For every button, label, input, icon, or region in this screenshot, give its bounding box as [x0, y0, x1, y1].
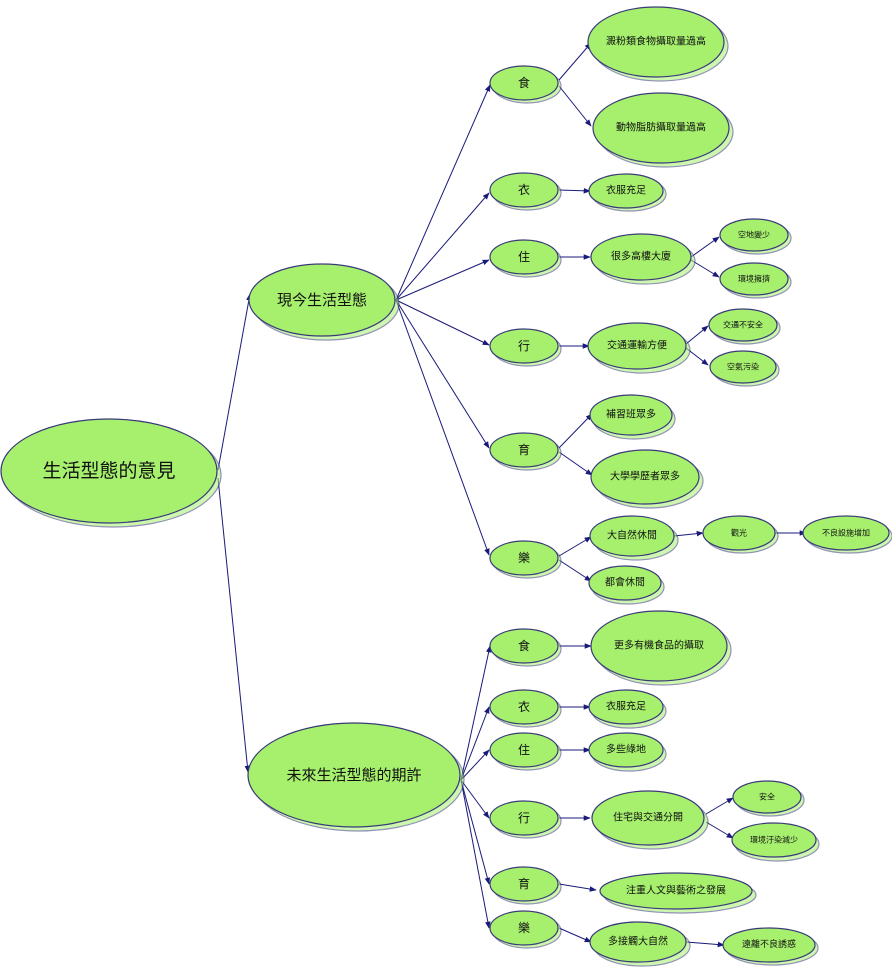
current-transport-sub-2-label: 空氣污染	[727, 362, 759, 372]
current-leisure-node: 樂	[489, 540, 562, 579]
current-transport-node: 行	[489, 328, 562, 367]
future-clothing-node: 衣	[489, 689, 562, 728]
root-label: 生活型態的意見	[42, 460, 175, 482]
current-food-item-1-label: 澱粉類食物攝取量過高	[606, 35, 706, 48]
current-food-item-1-node: 澱粉類食物攝取量過高	[587, 6, 729, 82]
current-food-node: 食	[489, 65, 562, 104]
current-food-item-2-node: 動物脂肪攝取量過高	[592, 92, 734, 168]
branch-future-node: 未來生活型態的期許	[247, 722, 465, 832]
future-clothing-item-label: 衣服充足	[606, 700, 646, 713]
future-transport-item-node: 住宅與交通分開	[591, 790, 709, 850]
current-leisure-subsub-node: 不良設施增加	[802, 515, 892, 554]
current-housing-label: 住	[518, 250, 530, 264]
future-transport-node: 行	[489, 800, 562, 839]
future-food-item-node: 更多有機食品的攝取	[590, 610, 732, 686]
current-leisure-item-node: 大自然休閒	[589, 515, 679, 561]
current-transport-item-label: 交通運輸方便	[607, 339, 667, 352]
future-education-node: 育	[489, 866, 562, 905]
future-leisure-item-label: 多接觸大自然	[608, 935, 668, 948]
future-leisure-node: 樂	[489, 910, 562, 949]
current-leisure-subsub-label: 不良設施增加	[822, 528, 870, 538]
future-education-item-label: 注重人文與藝術之發展	[626, 884, 726, 897]
future-transport-sub-1-node: 安全	[732, 780, 805, 817]
future-leisure-sub-node: 遠離不良誘惑	[722, 927, 819, 966]
current-housing-item-node: 很多高樓大廈	[590, 233, 696, 285]
current-education-item-1-label: 補習班眾多	[606, 408, 656, 421]
future-leisure-label: 樂	[518, 920, 530, 935]
current-education-item-1-node: 補習班眾多	[589, 394, 676, 440]
future-housing-label: 住	[518, 743, 530, 757]
future-food-item-label: 更多有機食品的攝取	[614, 639, 704, 652]
future-transport-label: 行	[518, 811, 530, 825]
current-leisure-item-2-label: 都會休閒	[605, 576, 645, 589]
current-education-node: 育	[489, 432, 562, 471]
current-housing-sub-2-label: 環境擁擠	[738, 274, 770, 284]
future-housing-item-node: 多些綠地	[588, 732, 667, 772]
future-transport-sub-1-label: 安全	[759, 792, 775, 802]
future-leisure-sub-label: 遠離不良誘惑	[742, 938, 796, 950]
current-food-label: 食	[518, 75, 530, 90]
current-transport-sub-1-node: 交通不安全	[708, 308, 781, 345]
current-leisure-label: 樂	[518, 550, 530, 565]
future-transport-sub-2-node: 環境汙染減少	[731, 822, 820, 862]
current-education-item-2-node: 大學學歷者眾多	[590, 449, 704, 509]
current-clothing-label: 衣	[518, 182, 530, 197]
current-housing-sub-1-label: 空地變少	[738, 230, 770, 240]
branch-current-node: 現今生活型態	[248, 263, 400, 341]
current-transport-label: 行	[518, 339, 530, 353]
future-transport-item-label: 住宅與交通分開	[613, 811, 683, 824]
current-leisure-sub-label: 觀光	[731, 528, 747, 538]
current-transport-sub-2-node: 空氣污染	[709, 350, 780, 387]
future-education-label: 育	[518, 876, 530, 891]
current-housing-item-label: 很多高樓大廈	[611, 250, 671, 263]
future-food-label: 食	[518, 638, 530, 653]
current-clothing-item-node: 衣服充足	[588, 173, 667, 212]
current-housing-sub-1-node: 空地變少	[719, 218, 792, 255]
future-clothing-label: 衣	[518, 699, 530, 714]
future-education-item-node: 注重人文與藝術之發展	[599, 872, 757, 914]
current-education-label: 育	[518, 442, 530, 457]
future-housing-item-label: 多些綠地	[606, 743, 646, 756]
root-node: 生活型態的意見	[0, 418, 222, 528]
current-transport-item-node: 交通運輸方便	[587, 322, 691, 374]
future-leisure-item-node: 多接觸大自然	[589, 921, 691, 967]
future-transport-sub-2-label: 環境汙染減少	[750, 835, 798, 845]
current-housing-sub-2-node: 環境擁擠	[719, 262, 792, 299]
branch-current-label: 現今生活型態	[277, 291, 367, 309]
current-leisure-sub-node: 觀光	[702, 515, 779, 554]
future-housing-node: 住	[489, 732, 562, 771]
current-clothing-item-label: 衣服充足	[606, 184, 646, 197]
current-transport-sub-1-label: 交通不安全	[723, 320, 763, 330]
current-leisure-item-2-node: 都會休閒	[588, 565, 665, 605]
current-food-item-2-label: 動物脂肪攝取量過高	[616, 121, 706, 134]
current-leisure-item-label: 大自然休閒	[607, 529, 657, 542]
current-clothing-node: 衣	[489, 172, 562, 211]
future-clothing-item-node: 衣服充足	[588, 689, 667, 729]
current-housing-node: 住	[489, 239, 562, 278]
future-food-node: 食	[489, 628, 562, 667]
connector-lines	[217, 42, 807, 948]
current-education-item-2-label: 大學學歷者眾多	[610, 470, 680, 483]
branch-future-label: 未來生活型態的期許	[286, 766, 421, 784]
